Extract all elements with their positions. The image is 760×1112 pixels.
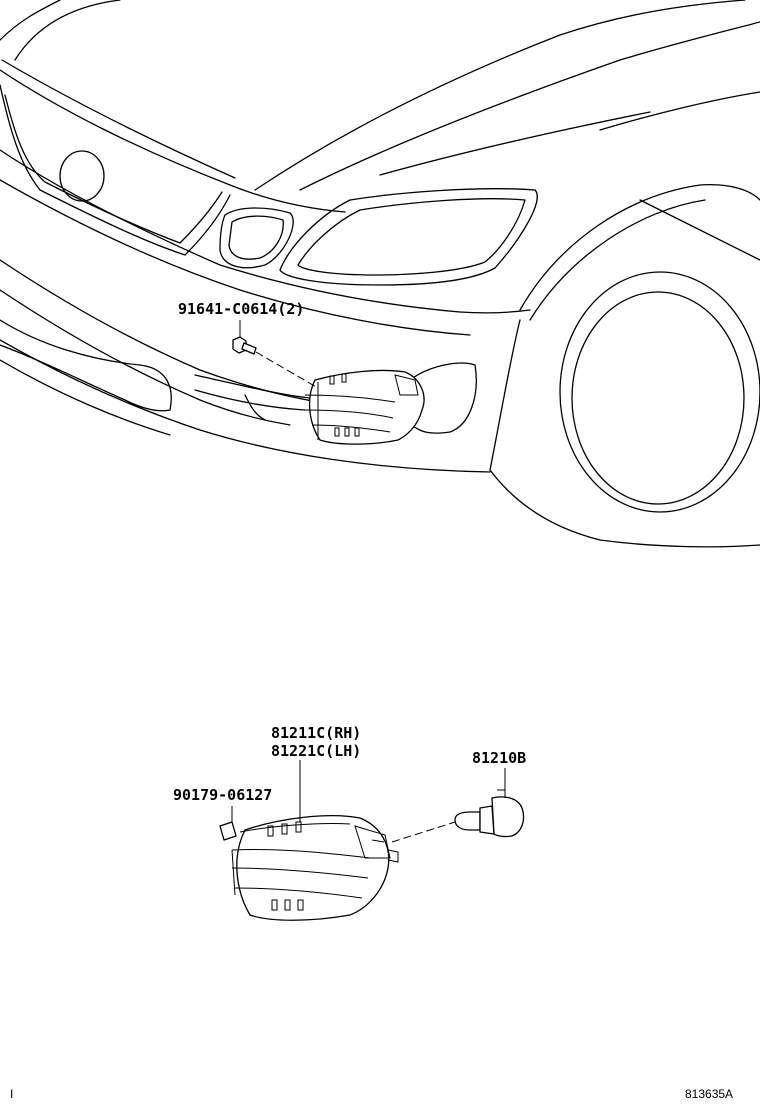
bulb-dashed-line	[391, 821, 456, 843]
car-front-illustration	[0, 0, 760, 548]
bolt-part-label: 91641-C0614(2)	[178, 300, 304, 318]
bulb-part-label: 81210B	[472, 749, 526, 767]
clip-drawing	[219, 821, 237, 841]
fog-lamp-lh-label: 81221C(LH)	[271, 742, 361, 760]
fog-lamp-installed-drawing	[304, 369, 425, 445]
fog-lamp-rh-label: 81211C(RH)	[271, 724, 361, 742]
diagram-id-label: 813635A	[685, 1087, 733, 1101]
bulb-drawing	[454, 789, 525, 838]
bolt-dashed-line	[255, 351, 319, 389]
fog-lamp-exploded-drawing	[231, 814, 399, 921]
corner-mark: I	[10, 1087, 13, 1101]
clip-part-label: 90179-06127	[173, 786, 272, 804]
bolt-drawing	[232, 336, 257, 355]
